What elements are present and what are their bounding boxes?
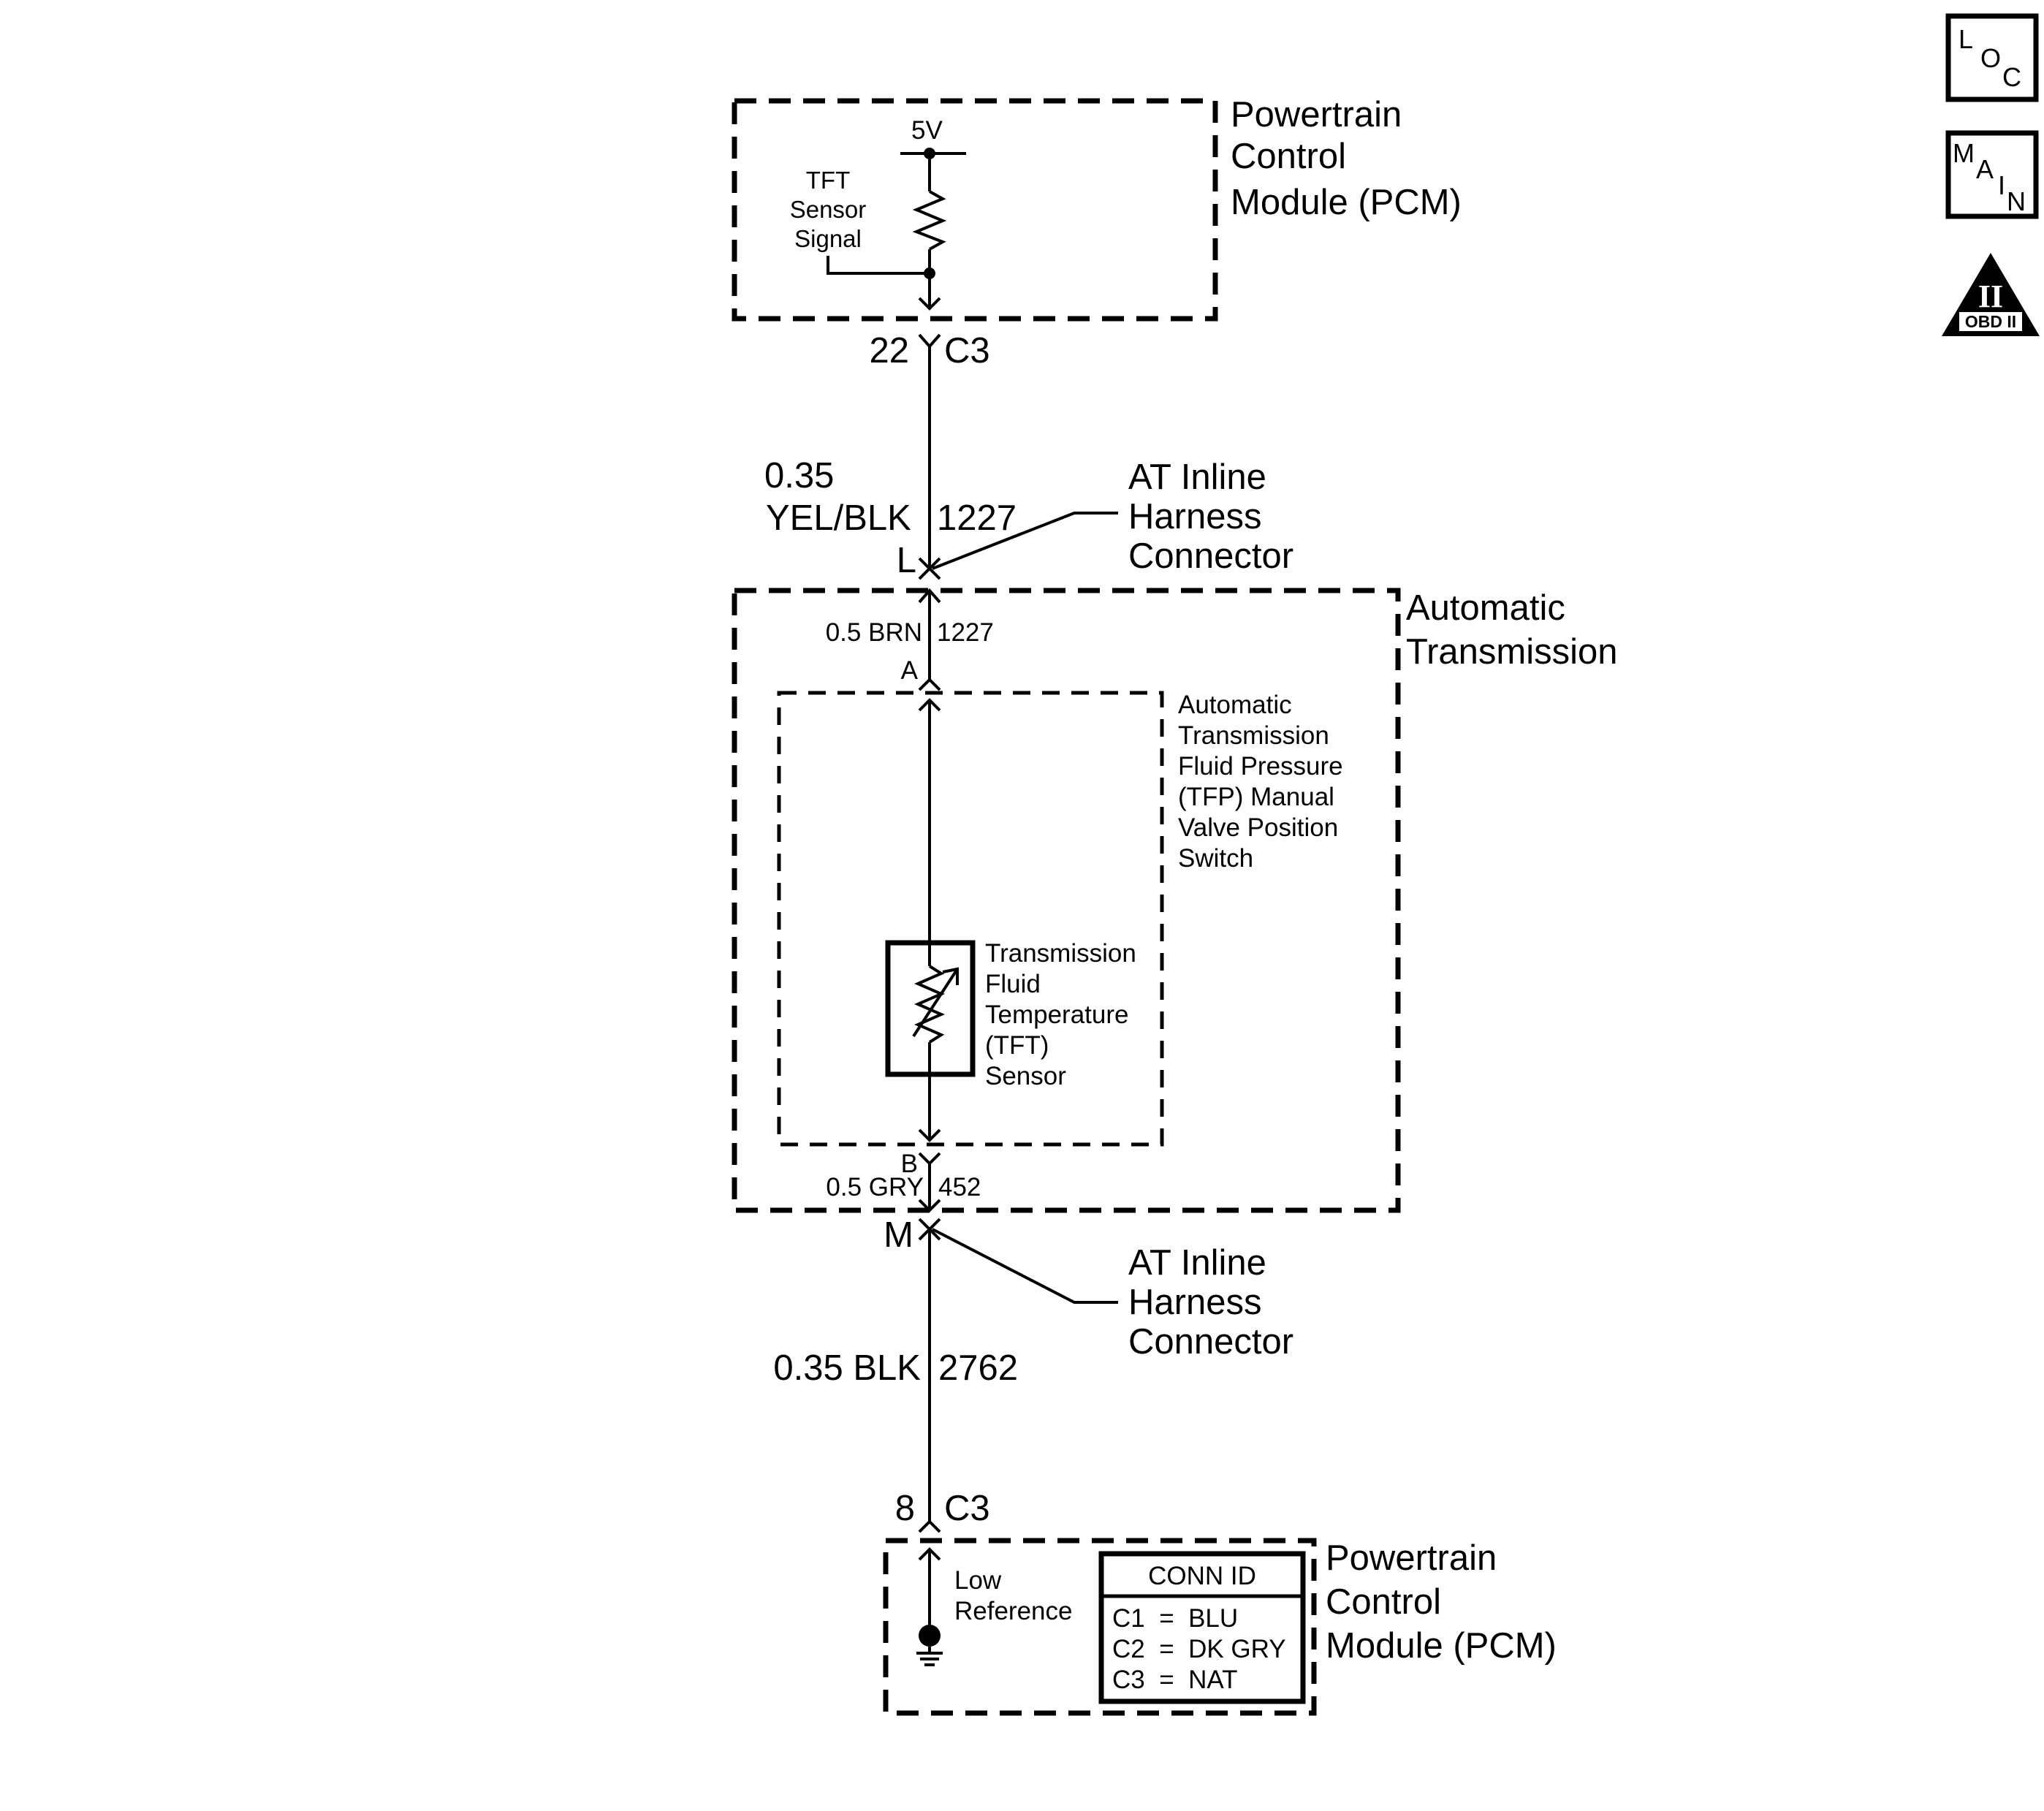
pin-a-label: A: [901, 656, 919, 685]
wire-gry-circuit: 452: [938, 1173, 981, 1201]
main-letter-4: N: [2007, 186, 2026, 216]
tfp-label-3: Fluid Pressure: [1178, 752, 1343, 781]
signal-tap-wire: [827, 256, 930, 275]
tfp-exit-arrow-icon: [918, 1128, 941, 1142]
pin-b-connector-icon: [918, 1152, 941, 1166]
inline-connector-upper-2: Harness: [1128, 497, 1261, 536]
transmission-name-1: Automatic: [1406, 588, 1565, 628]
pin-m-label: M: [884, 1215, 913, 1255]
wire-upper-circuit: 1227: [937, 498, 1017, 538]
thermistor-icon: [914, 965, 945, 1044]
tfp-switch-boundary: [777, 691, 1164, 1147]
inline-connector-upper-1: AT Inline: [1128, 458, 1266, 497]
pcm-bottom-boundary: [883, 1538, 1317, 1716]
obd-ii-badge[interactable]: II OBD II: [1942, 253, 2040, 336]
conn-id-row-c1: C1 = BLU: [1112, 1604, 1238, 1633]
signal-label-2: Sensor: [790, 196, 867, 223]
wire-lower-circuit: 2762: [938, 1348, 1018, 1388]
transmission-assembly: Automatic Transmission 0.5 BRN 1227 A Au…: [732, 588, 1618, 1213]
wire-upper-color: YEL/BLK: [766, 498, 911, 538]
pin-8-connector-label: C3: [944, 1489, 990, 1528]
conn-id-title: CONN ID: [1148, 1562, 1256, 1590]
wire-upper-gauge: 0.35: [764, 456, 834, 496]
pin-8-connector-icon: [918, 1519, 941, 1533]
pcm-bottom-name-1: Powertrain: [1326, 1538, 1497, 1578]
tfp-label-5: Valve Position: [1178, 813, 1338, 842]
inline-connector-lower-2: Harness: [1128, 1283, 1261, 1322]
conn-id-table: [1098, 1551, 1306, 1704]
tft-label-1: Transmission: [985, 939, 1136, 968]
transmission-name-2: Transmission: [1406, 632, 1618, 672]
wire-gry-gauge: 0.5 GRY: [826, 1173, 924, 1201]
tfp-label-1: Automatic: [1178, 691, 1292, 719]
signal-label-1: TFT: [806, 167, 850, 194]
main-letter-1: M: [1953, 138, 1975, 168]
main-letter-2: A: [1976, 154, 1994, 184]
tft-label-5: Sensor: [985, 1062, 1066, 1090]
low-reference-label-2: Reference: [954, 1597, 1072, 1625]
obd-label: OBD II: [1965, 312, 2016, 331]
pin-l-lower-icon: [918, 566, 941, 580]
pcm-bottom-module: Powertrain Control Module (PCM) Low Refe…: [883, 1538, 1557, 1716]
inline-connector-leader-lower: [932, 1228, 1118, 1304]
pcm-top-pin-arrow-icon: [918, 297, 941, 311]
conn-id-row-c3: C3 = NAT: [1112, 1666, 1237, 1694]
tft-label-4: (TFT): [985, 1031, 1049, 1060]
loc-letter-1: L: [1958, 24, 1973, 54]
tft-label-2: Fluid: [985, 970, 1041, 998]
tfp-label-6: Switch: [1178, 844, 1253, 873]
pin-22-connector-label: C3: [944, 331, 990, 371]
pin-a-connector-icon: [918, 677, 941, 691]
supply-voltage-label: 5V: [911, 116, 943, 145]
tfp-label-4: (TFP) Manual: [1178, 783, 1334, 811]
loc-badge-frame: [1945, 13, 2039, 102]
pcm-top-boundary: [732, 98, 1218, 322]
pcm-bottom-name-3: Module (PCM): [1326, 1626, 1557, 1666]
trans-exit-arrow-icon: [918, 1199, 941, 1212]
wire-brn-circuit: 1227: [937, 618, 994, 647]
inline-connector-upper-3: Connector: [1128, 536, 1293, 576]
ground-node: [919, 1625, 941, 1647]
pin-8-label: 8: [895, 1489, 915, 1528]
pin-22-label: 22: [869, 331, 909, 371]
pcm-bottom-name-2: Control: [1326, 1582, 1441, 1622]
wire-lower-gauge-color: 0.35 BLK: [773, 1348, 921, 1388]
transmission-boundary: [732, 588, 1401, 1213]
conn-id-row-c2: C2 = DK GRY: [1112, 1635, 1286, 1663]
inline-connector-lower-3: Connector: [1128, 1322, 1293, 1362]
pin-b-label: B: [901, 1150, 918, 1178]
loc-letter-3: C: [2002, 62, 2021, 92]
signal-label-3: Signal: [794, 225, 862, 252]
pcm-top-name-2: Control: [1231, 137, 1346, 176]
pin-l-label: L: [897, 541, 916, 580]
variable-arrow-shaft: [912, 968, 959, 1038]
variable-arrow-head-icon: [942, 967, 959, 985]
pullup-resistor-icon: [912, 190, 947, 251]
low-reference-label-1: Low: [954, 1566, 1002, 1595]
main-badge-frame: [1945, 130, 2039, 219]
inline-connector-lower-1: AT Inline: [1128, 1243, 1266, 1283]
wire-brn-gauge: 0.5 BRN: [826, 618, 922, 647]
inline-connector-leader-upper: [932, 512, 1118, 570]
pcm-top-name-3: Module (PCM): [1231, 183, 1462, 222]
tft-label-3: Temperature: [985, 1001, 1128, 1029]
loc-letter-2: O: [1980, 43, 2001, 73]
tfp-label-2: Transmission: [1178, 721, 1329, 750]
obd-numeral: II: [1978, 278, 2003, 314]
pin-22-connector-icon: [918, 333, 941, 349]
main-badge[interactable]: M A I N: [1945, 130, 2039, 219]
loc-badge[interactable]: L O C: [1945, 13, 2039, 102]
pcm-top-module: Powertrain Control Module (PCM) 5V TFT S…: [732, 95, 1462, 322]
pcm-top-name-1: Powertrain: [1231, 95, 1402, 134]
main-letter-3: I: [1998, 170, 2005, 200]
obd-label-box: [1959, 312, 2022, 331]
